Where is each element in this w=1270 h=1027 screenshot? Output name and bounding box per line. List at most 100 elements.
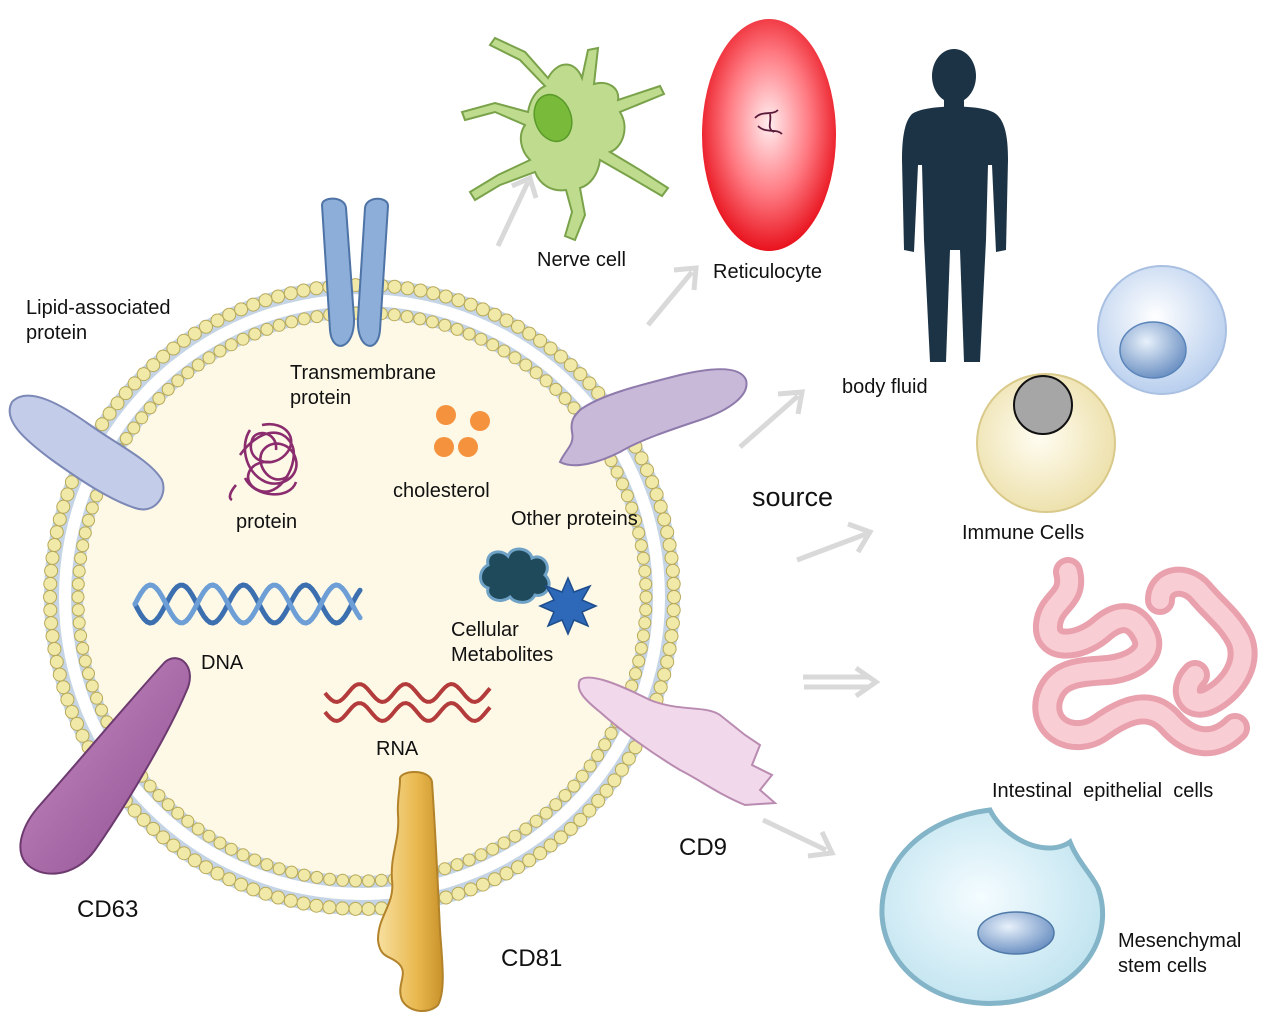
lipid-head [60, 692, 75, 707]
arrow-to-body-fluid [738, 389, 806, 449]
lipid-head [136, 367, 151, 382]
lipid-head [667, 590, 681, 604]
lipid-head [71, 603, 85, 617]
lipid-head [127, 376, 142, 391]
lipid-head [310, 310, 324, 324]
lipid-head [487, 872, 502, 887]
lipid-head [463, 882, 478, 897]
mesenchymal-stem-cell-icon [879, 807, 1105, 1006]
vesicle [43, 278, 681, 916]
lipid-head [171, 806, 185, 820]
lipid-head [533, 333, 548, 348]
lipid-head [348, 901, 363, 916]
lipid-head [604, 726, 618, 740]
lipid-head [582, 376, 597, 391]
lipid-head [44, 563, 59, 578]
lipid-head [213, 836, 227, 850]
lipid-head [181, 366, 195, 380]
lipid-head [553, 349, 568, 364]
lipid-head [56, 680, 71, 695]
lipid-head [665, 616, 680, 631]
lipid-head [616, 477, 629, 491]
lipid-head [508, 351, 522, 365]
lipid-head [508, 829, 522, 843]
lipid-head [497, 836, 511, 850]
lipid-head [322, 900, 337, 915]
lipid-head [533, 846, 548, 861]
lipid-head [45, 629, 60, 644]
lipid-head [662, 538, 677, 552]
lipid-head [272, 318, 286, 332]
lipid-head [665, 563, 680, 578]
lipid-head [56, 499, 71, 514]
arrow-to-reticulocyte [646, 265, 699, 327]
lipid-head [85, 679, 99, 693]
lipid-head [236, 332, 250, 346]
lipid-head [583, 759, 597, 773]
cd9-icon [577, 676, 778, 807]
lipid-head [664, 629, 679, 644]
lipid-head [529, 366, 543, 380]
protein-icon [228, 422, 298, 502]
lipid-head [309, 281, 324, 296]
lipid-head [296, 283, 311, 298]
lipid-head [271, 890, 286, 905]
arrow-to-nerve-cell [495, 174, 539, 248]
arrow-to-immune-cells [796, 521, 874, 563]
lipid-associated-protein-icon [8, 394, 165, 511]
source-arrows [495, 174, 881, 859]
lipid-head [119, 432, 133, 445]
lipid-head [598, 738, 612, 752]
lipid-head [639, 590, 653, 604]
lipid-head [543, 838, 558, 853]
lipid-head [47, 642, 62, 656]
lipid-head [362, 874, 375, 888]
immune-cells-label: Immune Cells [962, 522, 1085, 544]
lipid-head [224, 338, 238, 352]
cholesterol-label: cholesterol [393, 480, 490, 502]
lipid-head [156, 830, 171, 845]
metabolites-icon [479, 547, 598, 636]
cd81-label: CD81 [501, 945, 563, 972]
lipid-head [90, 691, 104, 705]
lipid-head [387, 279, 402, 294]
lipid-head [82, 667, 95, 681]
lipid-head [95, 417, 110, 432]
lipid-head [78, 526, 92, 540]
lipid-head [374, 873, 388, 887]
other-protein-icon [558, 368, 748, 467]
lipid-head [511, 319, 525, 334]
lipid-head [543, 341, 558, 356]
lipid-head [222, 872, 237, 887]
lipid-head [653, 680, 668, 695]
lipid-head [285, 865, 299, 879]
lipid-head [664, 550, 679, 565]
lipid-head [632, 654, 646, 668]
lipid-head [74, 629, 88, 643]
lipid-head [573, 812, 588, 827]
lipid-head [621, 751, 636, 766]
lipid-head [248, 327, 262, 341]
reticulocyte-icon [702, 19, 836, 251]
lipid-head [450, 858, 464, 872]
lipid-head [234, 302, 249, 317]
lipid-head [70, 716, 84, 731]
lipid-head [539, 806, 553, 820]
lipid-head [236, 848, 250, 862]
lipid-head [582, 803, 597, 818]
lipid-head [71, 590, 85, 604]
lipid-head [499, 313, 514, 328]
lipid-head [44, 616, 59, 631]
lipid-head [639, 603, 653, 617]
human-body-icon [902, 49, 1008, 362]
lipid-head [629, 667, 642, 681]
lipid-head [638, 616, 652, 630]
lipid-head [323, 872, 337, 886]
protein-label: protein [236, 511, 298, 533]
lipid-head [639, 577, 653, 591]
lipid-head [248, 853, 262, 867]
lipid-head [634, 641, 648, 655]
lipid-head [426, 286, 441, 301]
